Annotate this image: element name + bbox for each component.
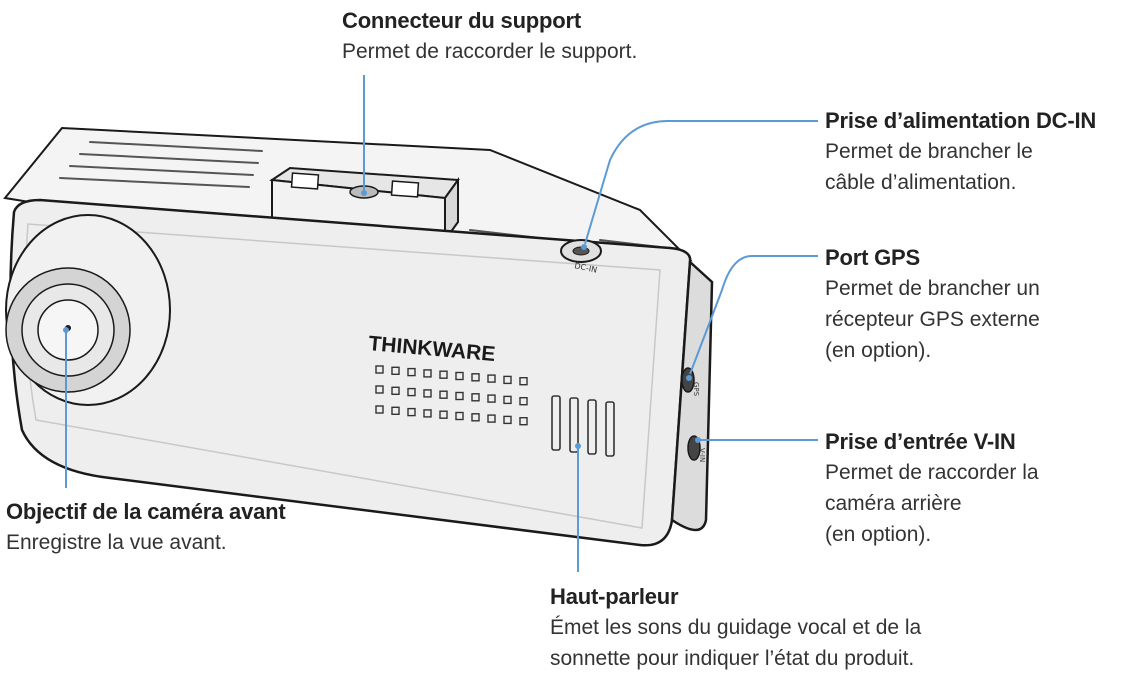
front-lens-shape <box>6 215 170 405</box>
callout-front-lens: Objectif de la caméra avant Enregistre l… <box>6 497 286 558</box>
callout-desc-line: récepteur GPS externe <box>825 304 1040 335</box>
callout-title: Prise d’alimentation DC-IN <box>825 106 1096 136</box>
callout-v-in: Prise d’entrée V-IN Permet de raccorder … <box>825 427 1039 550</box>
callout-title: Prise d’entrée V-IN <box>825 427 1039 457</box>
callout-desc-line: caméra arrière <box>825 488 1039 519</box>
callout-desc-line: sonnette pour indiquer l’état du produit… <box>550 643 921 674</box>
callout-title: Port GPS <box>825 243 1040 273</box>
callout-mount-connector: Connecteur du support Permet de raccorde… <box>342 6 637 67</box>
gps-engraving: GPS <box>692 382 700 397</box>
callout-desc-line: Permet de brancher un <box>825 273 1040 304</box>
callout-desc-line: Permet de raccorder la <box>825 457 1039 488</box>
callout-desc-line: Permet de brancher le <box>825 136 1096 167</box>
callout-speaker: Haut-parleur Émet les sons du guidage vo… <box>550 582 921 674</box>
callout-title: Haut-parleur <box>550 582 921 612</box>
callout-gps-port: Port GPS Permet de brancher un récepteur… <box>825 243 1040 366</box>
callout-desc-line: Enregistre la vue avant. <box>6 527 286 558</box>
callout-desc-line: câble d’alimentation. <box>825 167 1096 198</box>
v-in-engraving: V-IN <box>698 448 706 462</box>
callout-desc-line: (en option). <box>825 335 1040 366</box>
callout-title: Connecteur du support <box>342 6 637 36</box>
callout-title: Objectif de la caméra avant <box>6 497 286 527</box>
callout-dc-in: Prise d’alimentation DC-IN Permet de bra… <box>825 106 1096 198</box>
callout-desc-line: Émet les sons du guidage vocal et de la <box>550 612 921 643</box>
callout-desc-line: (en option). <box>825 519 1039 550</box>
callout-desc-line: Permet de raccorder le support. <box>342 36 637 67</box>
